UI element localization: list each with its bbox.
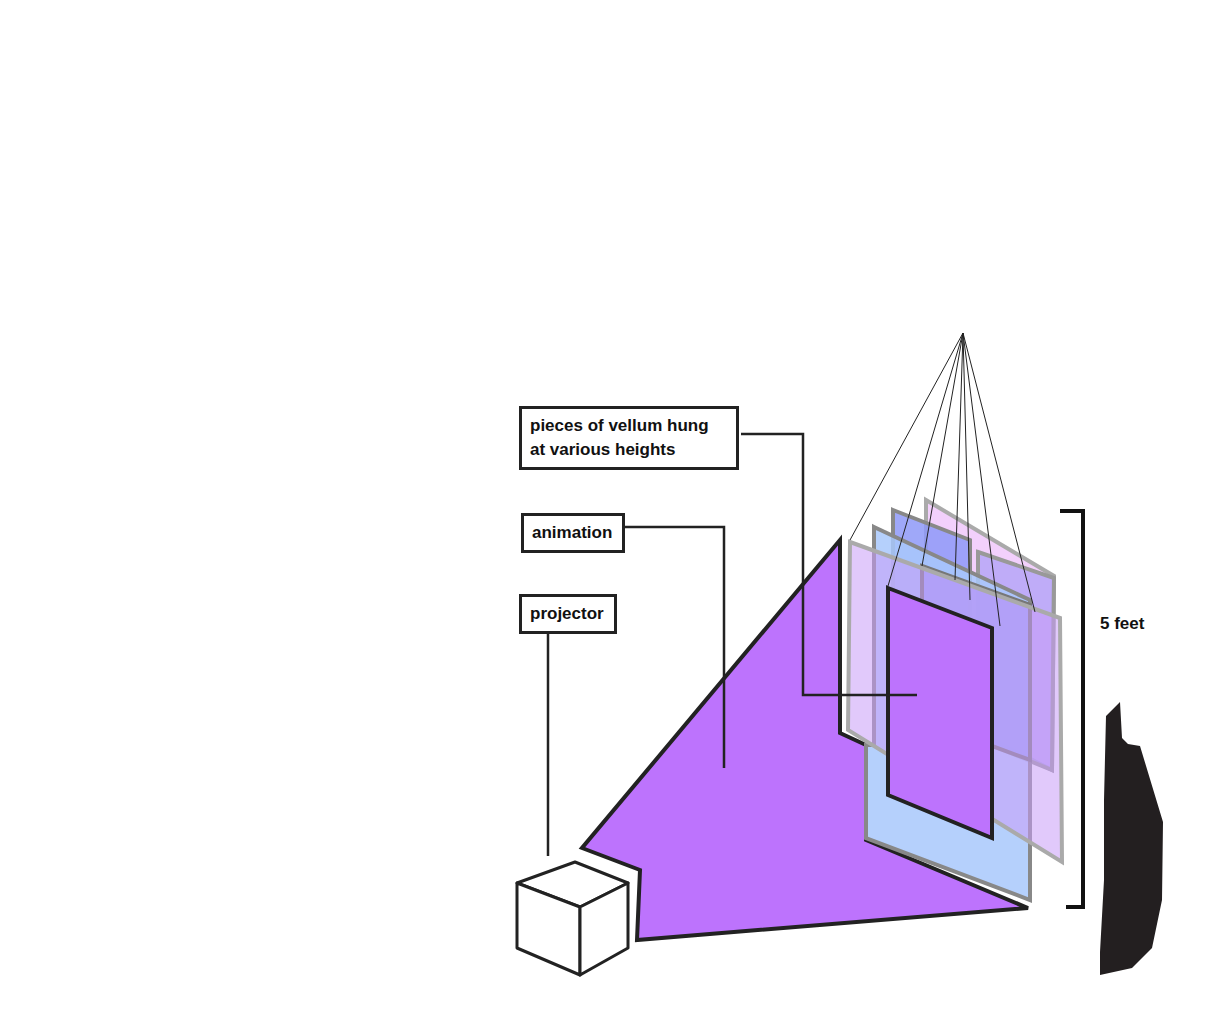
callout-box: animation xyxy=(521,513,625,553)
vellum-sheet xyxy=(888,588,992,838)
vellum-sheet xyxy=(848,542,1062,862)
dimension-label: 5 feet xyxy=(1098,613,1146,635)
person-silhouette xyxy=(1100,702,1163,975)
dimension-bracket xyxy=(1060,511,1083,907)
callout-text: animation xyxy=(532,521,614,545)
callout-text: pieces of vellum hung at various heights xyxy=(530,414,728,462)
callout-text: projector xyxy=(530,602,606,626)
hanging-strings xyxy=(850,333,1035,626)
projector-cube xyxy=(517,862,628,975)
callout-box: projector xyxy=(519,594,617,634)
callout-box: pieces of vellum hung at various heights xyxy=(519,406,739,470)
leader-lines xyxy=(548,434,917,856)
